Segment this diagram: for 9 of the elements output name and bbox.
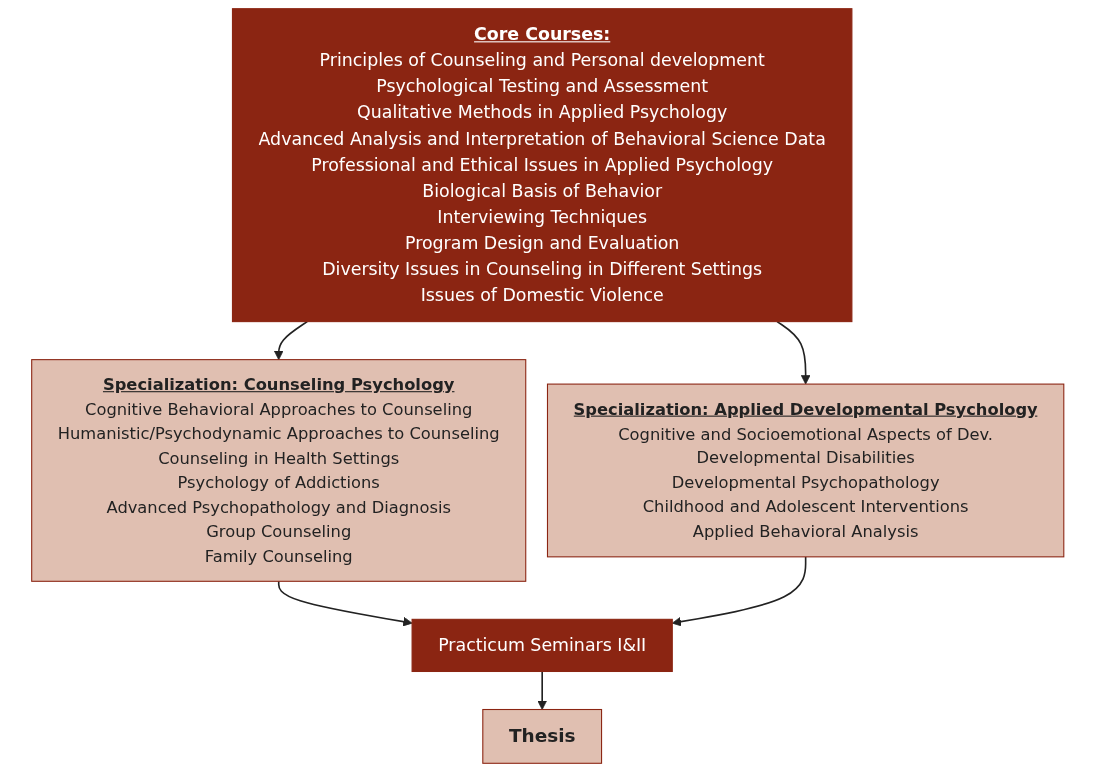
arrow <box>273 320 308 361</box>
arrow <box>671 556 807 627</box>
node-box: Specialization: Applied Developmental Psychology Cognitive and Socioemotional Aspects of Dev. Developmental Disabilities Developmental Psychopathology Childhood and Adolescent Interventions Applied Behavioral Analysis <box>546 383 1065 558</box>
node-box: Practicum Seminars I&II <box>411 618 673 673</box>
node-box: Specialization: Counseling Psychology Cognitive Behavioral Approaches to Counseling Humanistic/Psychodynamic Approaches to Counseling Counseling in Health Settings Psychology of Addictions Advanced Psychopathology and Diagnosis Group Counseling Family Counseling <box>30 359 527 582</box>
arrow <box>537 670 547 710</box>
node-box: Core Courses: Principles of Counseling and Personal development Psychological Testing and Assessment Qualitative Methods in Applied Psychology Advanced Analysis and Interpretation of Behavioral Science Data Professional and Ethical Issues in Applied Psychology Biological Basis of Behavior Interviewing Techniques Program Design and Evaluation Diversity Issues in Counseling in Different Settings Issues of Domestic Violence <box>231 8 853 323</box>
node-box: Thesis <box>482 708 602 764</box>
arrow <box>776 320 811 385</box>
